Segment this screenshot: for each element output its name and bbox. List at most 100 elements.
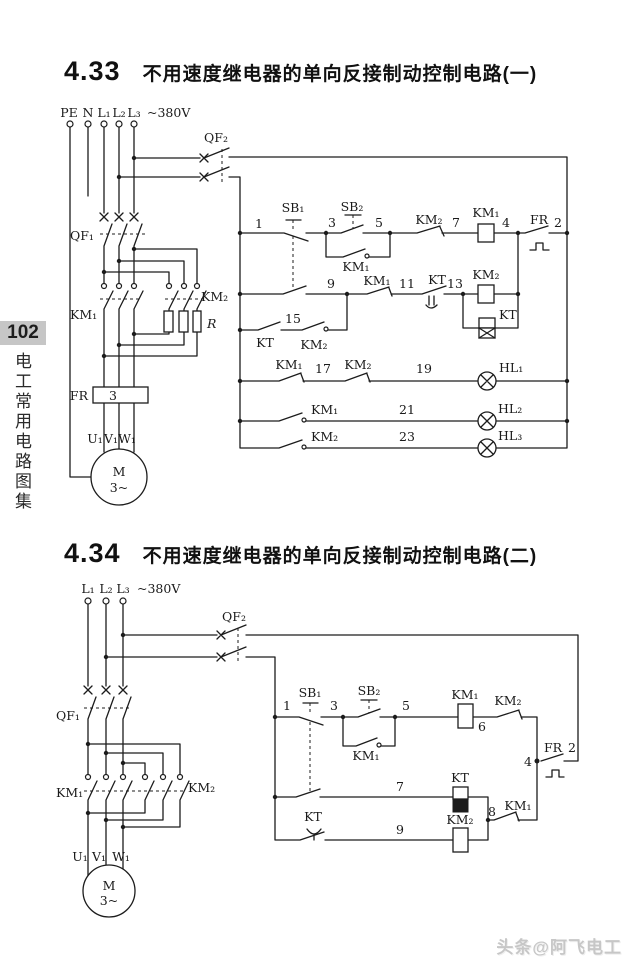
label-w1-434: W₁ [112, 849, 130, 864]
label-resistor: R [206, 316, 216, 331]
label-km1-main-434: KM₁ [56, 785, 83, 800]
brake-resistor-2 [178, 310, 189, 333]
label-kt-coil: KT [499, 307, 517, 322]
km1-coil [477, 223, 495, 243]
label-node2-434: 2 [568, 740, 576, 755]
label-v1: V₁ [103, 431, 118, 446]
label-sb2: SB₂ [341, 199, 364, 214]
book-title-vertical: 电工常用电路图集 [12, 352, 31, 512]
label-kt-no-434: KT [304, 809, 322, 824]
label-motor-m-434: M [103, 878, 116, 893]
label-node2: 2 [554, 215, 562, 230]
kt-coil-cross [478, 327, 496, 339]
motor-434 [82, 864, 136, 918]
c434-labels: L₁ L₂ L₃ ~380V QF₂ QF₁ KM₁ KM₂ U₁ V₁ W₁ … [56, 581, 576, 908]
label-n: N [83, 105, 94, 120]
label-node11: 11 [399, 276, 415, 291]
c434-linkage-dashes [84, 628, 370, 792]
c434-supply-terminals [84, 597, 127, 605]
label-node3-434: 3 [330, 698, 338, 713]
label-node7-434: 7 [396, 779, 404, 794]
label-l1: L₁ [97, 105, 110, 120]
c433-wires [69, 126, 568, 478]
label-qf1: QF₁ [70, 228, 94, 243]
label-km1-nc: KM₁ [363, 273, 390, 288]
label-u1: U₁ [87, 431, 103, 446]
circuit-433: PE N L₁ L₂ L₃ ~380V QF₂ QF₁ KM₁ KM₂ R FR… [60, 105, 570, 506]
label-node9-434: 9 [396, 822, 404, 837]
label-fr-contact: FR [530, 212, 549, 227]
label-km1-nc-434: KM₁ [504, 798, 531, 813]
c433-labels: PE N L₁ L₂ L₃ ~380V QF₂ QF₁ KM₁ KM₂ R FR… [60, 105, 562, 495]
kt-coil-top [478, 317, 496, 329]
c433-linkage-dashes [100, 149, 354, 300]
section-434-title: 不用速度继电器的单向反接制动控制电路(二) [142, 546, 538, 567]
label-km2-main: KM₂ [201, 289, 228, 304]
page-number-badge: 102 [0, 321, 46, 345]
label-km2-row6: KM₂ [311, 429, 338, 444]
motor-433 [90, 448, 148, 506]
label-voltage: ~380V [147, 105, 191, 120]
label-sb1-434: SB₁ [299, 685, 322, 700]
label-fr-count: 3 [109, 388, 117, 403]
label-km2-row4: KM₂ [344, 357, 371, 372]
brake-resistor-1 [163, 310, 174, 333]
label-node8-434: 8 [488, 804, 496, 819]
kt-coil-delay-block [452, 798, 469, 813]
watermark-text: 头条@阿飞电工 [496, 938, 622, 957]
label-pe: PE [60, 105, 78, 120]
label-v1-434: V₁ [91, 849, 106, 864]
c433-breaker-x-marks [99, 153, 209, 222]
label-node3: 3 [328, 215, 336, 230]
label-l1-434: L₁ [81, 581, 94, 596]
section-434-number: 4.34 [64, 538, 121, 568]
label-km1-hold-434: KM₁ [352, 748, 379, 763]
c434-contact-pivots [84, 742, 382, 781]
section-433-number: 4.33 [64, 56, 121, 86]
section-434-heading: 4.34 不用速度继电器的单向反接制动控制电路(二) [64, 538, 537, 569]
label-km2-nc-434: KM₂ [494, 693, 521, 708]
c434-breaker-x-marks [83, 630, 226, 695]
label-node13: 13 [447, 276, 463, 291]
label-node4: 4 [502, 215, 510, 230]
label-km1-row4: KM₁ [275, 357, 302, 372]
label-node1: 1 [255, 216, 263, 231]
label-motor-m: M [113, 464, 126, 479]
label-motor-3ph: 3~ [110, 480, 128, 495]
label-kt-coil-434: KT [451, 770, 469, 785]
label-km2-no: KM₂ [300, 337, 327, 352]
label-fr-box: FR [70, 388, 89, 403]
label-l2: L₂ [112, 105, 125, 120]
circuit-434: L₁ L₂ L₃ ~380V QF₂ QF₁ KM₁ KM₂ U₁ V₁ W₁ … [56, 581, 579, 918]
label-node7: 7 [452, 215, 460, 230]
c434-junction-dots [85, 632, 540, 830]
label-w1: W₁ [118, 431, 136, 446]
label-km1-coil: KM₁ [472, 205, 499, 220]
label-node21: 21 [399, 402, 415, 417]
km2-coil-434 [452, 827, 469, 853]
label-km2-main-434: KM₂ [188, 780, 215, 795]
kt-coil-top-434 [452, 786, 469, 800]
label-kt-contact1: KT [428, 272, 446, 287]
label-hl3: HL₃ [498, 428, 522, 443]
km2-coil [477, 284, 495, 304]
label-qf2-434: QF₂ [222, 609, 246, 624]
lamp-cross-marks [480, 374, 494, 455]
label-fr-434: FR [544, 740, 563, 755]
label-node15: 15 [285, 311, 301, 326]
label-voltage-434: ~380V [137, 581, 181, 596]
fr-heater-box [92, 386, 149, 404]
label-km1-main: KM₁ [70, 307, 97, 322]
section-433-heading: 4.33 不用速度继电器的单向反接制动控制电路(一) [64, 56, 537, 87]
label-qf2: QF₂ [204, 130, 228, 145]
label-km2-coil-434: KM₂ [446, 812, 473, 827]
label-node19: 19 [416, 361, 432, 376]
label-sb2-434: SB₂ [358, 683, 381, 698]
label-node5: 5 [375, 215, 383, 230]
label-hl1: HL₁ [499, 360, 523, 375]
brake-resistor-3 [192, 310, 202, 333]
label-l3-434: L₃ [116, 581, 129, 596]
label-sb1: SB₁ [282, 200, 305, 215]
